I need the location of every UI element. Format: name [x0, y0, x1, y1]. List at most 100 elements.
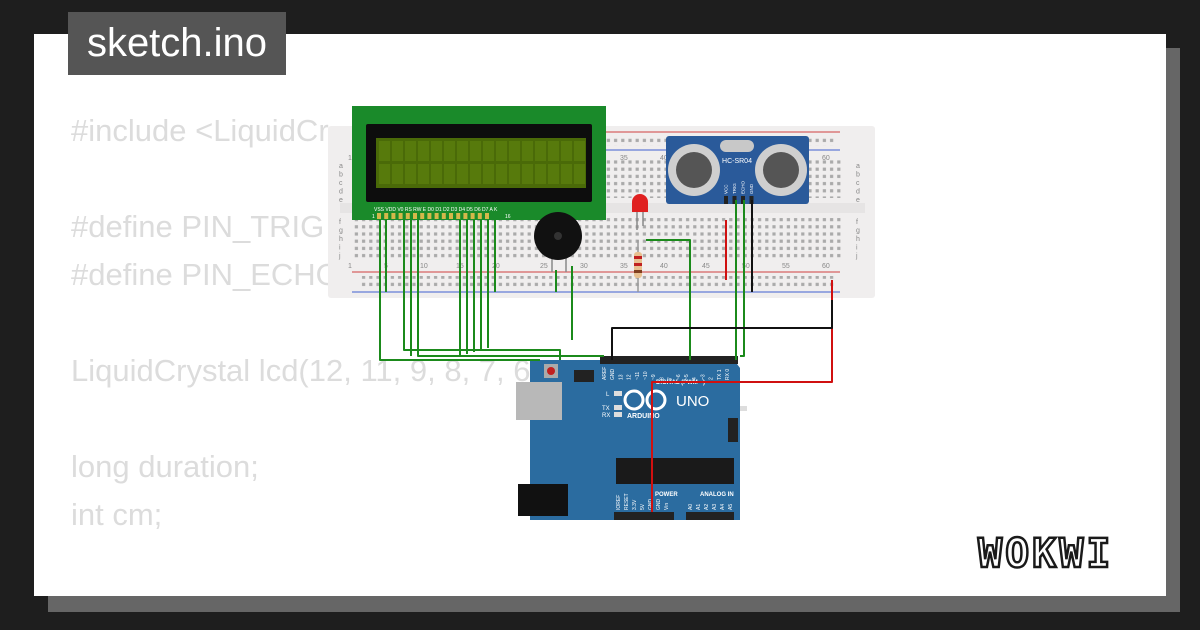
row-letter: b — [339, 172, 343, 179]
reset-button-cap — [547, 367, 555, 375]
digital-pin-label: ~3 — [700, 374, 706, 380]
digital-pin-label: ~6 — [676, 374, 682, 380]
lcd-cell — [522, 141, 533, 161]
lcd-cell — [405, 164, 416, 184]
tx-label: TX — [602, 406, 610, 412]
arduino-logo-right — [645, 389, 667, 411]
digital-pin-label: TX 1 — [717, 369, 723, 380]
tx-led — [614, 405, 622, 410]
row-letter: c — [856, 180, 860, 187]
arduino-model: UNO — [676, 393, 709, 410]
lcd-cell — [496, 141, 507, 161]
lcd-pin — [477, 213, 482, 219]
column-number: 30 — [580, 263, 588, 270]
lcd-cell — [548, 141, 559, 161]
lcd-pin — [434, 213, 439, 219]
rx-led — [614, 412, 622, 417]
lcd-cell — [431, 164, 442, 184]
led[interactable] — [632, 194, 648, 230]
lcd-pin — [485, 213, 489, 219]
rx-label: RX — [602, 413, 610, 419]
arduino-logo-left — [623, 389, 645, 411]
power-pin-label: GND — [656, 499, 662, 511]
lcd-pin-1-label: 1 — [372, 214, 375, 220]
row-letter: g — [339, 228, 343, 235]
lcd-cell — [535, 141, 546, 161]
digital-pin-label: ~11 — [635, 372, 641, 380]
row-letter: f — [339, 219, 341, 226]
sensor-transmitter-mesh — [676, 152, 712, 188]
atmega-chip — [616, 458, 734, 484]
column-number: 35 — [620, 263, 628, 270]
bottom-rail-holes — [360, 276, 836, 288]
power-pin-label: 5V — [640, 503, 646, 510]
lcd-pin — [398, 213, 403, 219]
file-tab[interactable]: sketch.ino — [68, 12, 286, 75]
sensor-pin-label: VCC — [724, 184, 729, 194]
lcd-module[interactable]: VSS VDD V0 RS RW E D0 D1 D2 D3 D4 D5 D6 … — [352, 106, 606, 220]
lcd-cell — [457, 141, 468, 161]
row-letter: h — [856, 236, 860, 243]
digital-pin-label: ~5 — [684, 374, 690, 380]
sensor-label: HC-SR04 — [722, 158, 752, 165]
lcd-cell — [444, 141, 455, 161]
buzzer[interactable] — [534, 212, 582, 272]
buzzer-hole — [554, 232, 562, 240]
power-pin-label: 3.3V — [632, 499, 638, 510]
resistor[interactable] — [634, 240, 642, 292]
resistor-band — [634, 270, 642, 273]
lcd-pin — [420, 213, 425, 219]
code-line: LiquidCrystal lcd(12, 11, 9, 8, 7, 6 — [71, 353, 531, 388]
analog-pin-label: A1 — [696, 504, 702, 510]
lcd-cell — [470, 164, 481, 184]
analog-pin-label: A5 — [728, 504, 734, 510]
lcd-cell — [431, 141, 442, 161]
row-letter: a — [339, 163, 343, 170]
wire-5v — [651, 280, 833, 512]
column-number: 10 — [420, 263, 428, 270]
wokwi-logo-text: WOKWI — [978, 531, 1113, 577]
lcd-pin-16-label: 16 — [505, 214, 511, 220]
wire-lcd-e — [417, 220, 604, 357]
bottom-holes — [352, 218, 842, 258]
row-letter: b — [856, 172, 860, 179]
on-led — [740, 406, 747, 411]
digital-pin-label: 8 — [659, 377, 665, 380]
l-led — [614, 391, 622, 396]
row-letter: e — [339, 197, 343, 204]
lcd-cell — [522, 164, 533, 184]
column-number: 60 — [822, 155, 830, 162]
row-letter: g — [856, 228, 860, 235]
on-label: ON — [749, 407, 758, 413]
lcd-cell — [509, 141, 520, 161]
digital-pin-label: ~9 — [651, 374, 657, 380]
lcd-cell — [444, 164, 455, 184]
analog-label: ANALOG IN — [700, 492, 734, 498]
digital-pin-label: 12 — [627, 374, 633, 380]
column-number: 60 — [822, 263, 830, 270]
icsp-header-2 — [728, 418, 738, 442]
code-line: int cm; — [71, 497, 163, 532]
sensor-pin — [732, 196, 737, 204]
digital-header — [600, 356, 738, 364]
power-pin-label: Vin — [664, 503, 670, 510]
lcd-pin — [384, 213, 389, 219]
column-number: 40 — [660, 155, 668, 162]
lcd-cell — [392, 141, 403, 161]
sensor-crystal — [720, 140, 754, 152]
sensor-pin — [724, 196, 728, 204]
code-line: long duration; — [71, 449, 259, 484]
digital-pin-label: 2 — [709, 377, 715, 380]
sensor-pin-label: ECHO — [741, 180, 746, 194]
lcd-pin — [377, 213, 381, 219]
row-letter: f — [856, 219, 858, 226]
sensor-pin-label: TRIG — [732, 183, 737, 194]
row-letter: d — [339, 189, 343, 196]
digital-pin-label: AREF — [602, 367, 608, 380]
row-letter: i — [339, 245, 341, 252]
analog-pin-label: A3 — [712, 504, 718, 510]
digital-pin-label: 7 — [668, 377, 674, 380]
arduino-uno[interactable]: UNO ARDUINO DIGITAL (PWM ~) POWER ANALOG… — [516, 356, 758, 520]
